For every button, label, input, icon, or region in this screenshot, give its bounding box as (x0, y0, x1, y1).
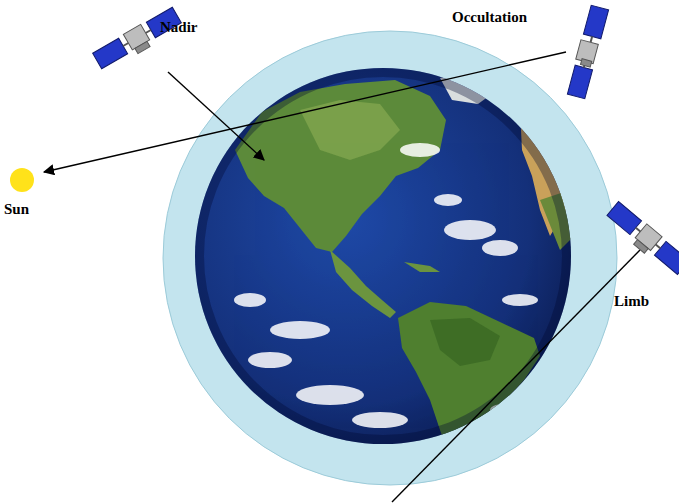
earth (195, 68, 580, 452)
label-wrap: Nadir (160, 18, 198, 36)
occultation-line (44, 52, 566, 172)
sun (10, 168, 34, 192)
view-label: Sun (4, 201, 29, 217)
atmosphere (163, 31, 617, 485)
label-wrap: Limb (614, 292, 649, 310)
satellite (566, 5, 608, 99)
limb-line (392, 250, 640, 502)
nadir-line (168, 72, 264, 160)
view-label: Nadir (160, 19, 198, 35)
label-wrap: Occultation (452, 8, 527, 26)
satellite (92, 6, 184, 73)
view-label: Occultation (452, 9, 527, 25)
view-label: Limb (614, 293, 649, 309)
label-wrap: Sun (4, 200, 29, 218)
satellite (604, 201, 679, 279)
